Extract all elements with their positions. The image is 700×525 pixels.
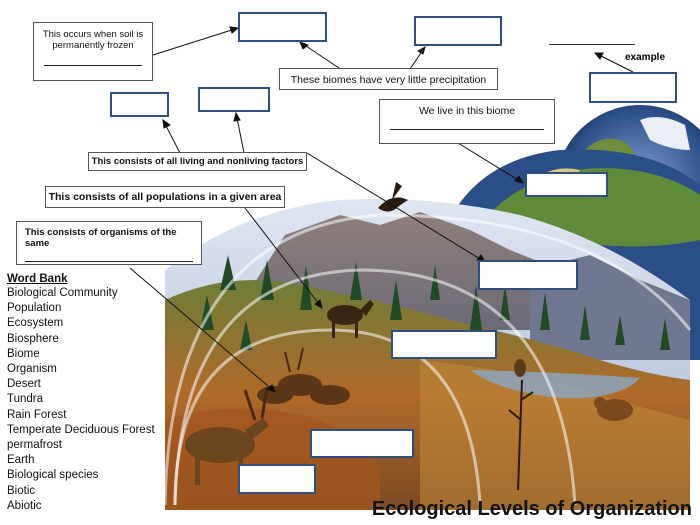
word-bank-item: Organism <box>7 363 57 376</box>
answer-box-organism[interactable] <box>238 464 316 494</box>
owl <box>514 359 526 377</box>
word-bank-item: Tundra <box>7 393 44 406</box>
example-label: example <box>625 52 666 63</box>
answer-box-community[interactable] <box>391 330 497 359</box>
population-prompt: This consists of organisms of the same <box>25 227 177 249</box>
answer-box-example[interactable] <box>589 72 677 103</box>
slide-title: Ecological Levels of Organization <box>371 498 692 520</box>
permafrost-blank <box>44 65 142 66</box>
word-bank-item: Biome <box>7 347 40 360</box>
word-bank-item: Earth <box>7 454 35 467</box>
word-bank-item: Biological Community <box>7 287 118 299</box>
live-biome-prompt: We live in this biome <box>418 105 516 117</box>
community-callout: This consists of all populations in a gi… <box>45 186 285 208</box>
desert-prompt: These biomes have very little precipitat… <box>290 74 487 86</box>
level-rings <box>163 213 692 506</box>
answer-box-ecosystem-biotic[interactable] <box>110 92 169 117</box>
eagle <box>378 182 408 212</box>
answer-box-desert-1[interactable] <box>414 16 502 46</box>
word-bank-title: Word Bank <box>7 273 68 285</box>
live-biome-blank <box>390 129 544 130</box>
word-bank-item: permafrost <box>7 439 62 452</box>
answer-box-population[interactable] <box>310 429 414 458</box>
ecosystem-prompt: This consists of all living and nonlivin… <box>91 156 304 167</box>
answer-box-ecosystem-abiotic[interactable] <box>198 87 270 112</box>
desert-callout: These biomes have very little precipitat… <box>279 68 498 90</box>
bear <box>594 397 633 421</box>
live-biome-callout: We live in this biome <box>379 99 555 144</box>
pointer-arrows <box>129 26 634 393</box>
word-bank-item: Temperate Deciduous Forest <box>7 423 155 436</box>
word-bank-item: Desert <box>7 378 41 391</box>
answer-box-permafrost[interactable] <box>238 12 327 42</box>
permafrost-callout: This occurs when soil is permanently fro… <box>33 22 153 81</box>
word-bank-item: Population <box>7 302 62 315</box>
word-bank-item: Ecosystem <box>7 317 64 330</box>
community-prompt: This consists of all populations in a gi… <box>48 191 282 203</box>
dead-tree <box>508 379 534 491</box>
word-bank-list: Biological Community Population Ecosyste… <box>7 286 155 514</box>
word-bank: Word Bank Biological Community Populatio… <box>7 273 155 514</box>
population-blank <box>25 261 193 262</box>
word-bank-item: Rain Forest <box>7 408 67 421</box>
word-bank-item: Biotic <box>7 484 36 497</box>
permafrost-prompt: This occurs when soil is permanently fro… <box>42 29 144 51</box>
ecosystem-callout: This consists of all living and nonlivin… <box>88 152 307 171</box>
answer-box-biome[interactable] <box>525 172 608 197</box>
word-bank-item: Biological species <box>7 469 99 482</box>
example-blank <box>549 44 635 45</box>
population-callout: This consists of organisms of the same <box>16 221 202 265</box>
word-bank-item: Biosphere <box>7 332 59 345</box>
moose <box>327 300 374 338</box>
answer-box-ecosystem[interactable] <box>478 260 578 290</box>
word-bank-item: Abiotic <box>7 499 42 512</box>
